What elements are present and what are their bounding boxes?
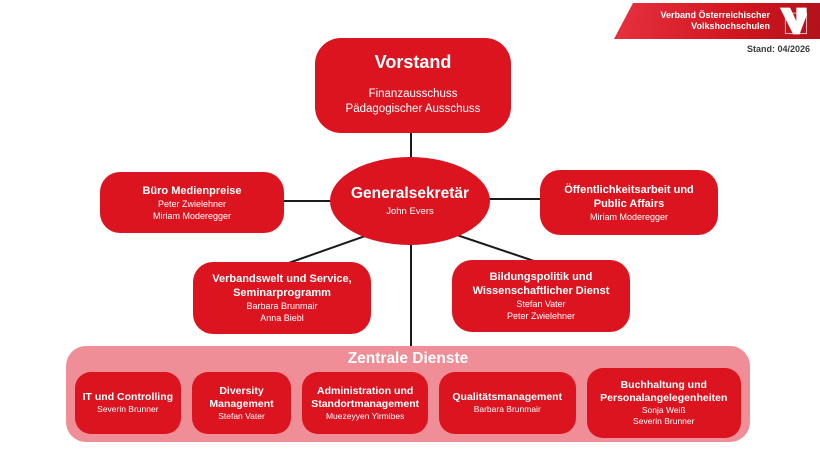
node-person: Muezeyyen Yirmibes bbox=[325, 410, 405, 421]
node-person: Stefan Vater bbox=[218, 410, 265, 421]
node-line: Finanzausschuss bbox=[368, 88, 458, 100]
node-person: Severin Brunner bbox=[97, 404, 159, 414]
group-zentrale-dienste: Zentrale Dienste IT und Controlling Seve… bbox=[66, 346, 750, 442]
group-title: Zentrale Dienste bbox=[347, 350, 469, 367]
node-buchhaltung-personal: Buchhaltung und Personalangelegenheiten … bbox=[586, 368, 742, 438]
node-qualitaetsmanagement: Qualitätsmanagement Barbara Brunmair bbox=[438, 372, 576, 434]
node-person: Miriam Moderegger bbox=[152, 210, 232, 221]
node-verbandswelt: Verbandswelt und Service, Seminarprogram… bbox=[193, 262, 371, 334]
node-vorstand: Vorstand Finanzausschuss Pädagogischer A… bbox=[315, 38, 511, 133]
logo-org-name: Verband Österreichischer Volkshochschule… bbox=[660, 10, 770, 32]
node-generalsekretaer: Generalsekretär John Evers bbox=[330, 157, 490, 245]
node-administration-standortmanagement: Administration und Standortmanagement Mu… bbox=[302, 372, 428, 434]
node-person: Stefan Vater bbox=[516, 299, 566, 309]
node-it-und-controlling: IT und Controlling Severin Brunner bbox=[75, 372, 181, 434]
node-title: IT und Controlling bbox=[82, 391, 174, 403]
node-person: Severin Brunner bbox=[633, 416, 695, 426]
node-person: Barbara Brunmair bbox=[246, 301, 318, 311]
node-title: Bildungspolitik und Wissenschaftlicher D… bbox=[472, 271, 610, 297]
voev-v-logo-icon bbox=[779, 7, 808, 35]
node-person: Sonja Weiß bbox=[641, 405, 686, 415]
node-line: Pädagogischer Ausschuss bbox=[345, 103, 481, 115]
node-person: John Evers bbox=[386, 205, 434, 217]
node-title: Generalsekretär bbox=[350, 184, 470, 202]
node-title: Verbandswelt und Service, Seminarprogram… bbox=[212, 273, 352, 299]
node-bildungspolitik: Bildungspolitik und Wissenschaftlicher D… bbox=[452, 260, 630, 332]
node-person: Anna Biebl bbox=[260, 313, 304, 323]
node-diversity-management: Diversity Management Stefan Vater bbox=[191, 372, 292, 434]
node-person: Peter Zwielehner bbox=[157, 198, 227, 209]
logo-banner: Verband Österreichischer Volkshochschule… bbox=[614, 3, 820, 39]
node-title: Buchhaltung und Personalangelegenheiten bbox=[600, 379, 728, 404]
node-title: Öffentlichkeitsarbeit und Public Affairs bbox=[564, 183, 694, 210]
node-title: Büro Medienpreise bbox=[142, 184, 242, 197]
logo-org-line2: Volkshochschulen bbox=[691, 21, 770, 31]
node-title: Diversity Management bbox=[209, 384, 274, 410]
node-person: Barbara Brunmair bbox=[473, 404, 541, 414]
node-person: Miriam Moderegger bbox=[589, 211, 669, 222]
logo-org-line1: Verband Österreichischer bbox=[660, 10, 770, 20]
node-person: Peter Zwielehner bbox=[506, 311, 576, 321]
zentrale-dienste-row: IT und Controlling Severin Brunner Diver… bbox=[66, 368, 750, 442]
node-buero-medienpreise: Büro Medienpreise Peter Zwielehner Miria… bbox=[100, 172, 284, 233]
stand-date-label: Stand: 04/2026 bbox=[746, 44, 810, 54]
node-title: Qualitätsmanagement bbox=[452, 391, 563, 403]
node-oeffentlichkeitsarbeit: Öffentlichkeitsarbeit und Public Affairs… bbox=[540, 170, 718, 235]
node-title: Vorstand bbox=[374, 52, 452, 72]
node-title: Administration und Standortmanagement bbox=[311, 384, 420, 410]
